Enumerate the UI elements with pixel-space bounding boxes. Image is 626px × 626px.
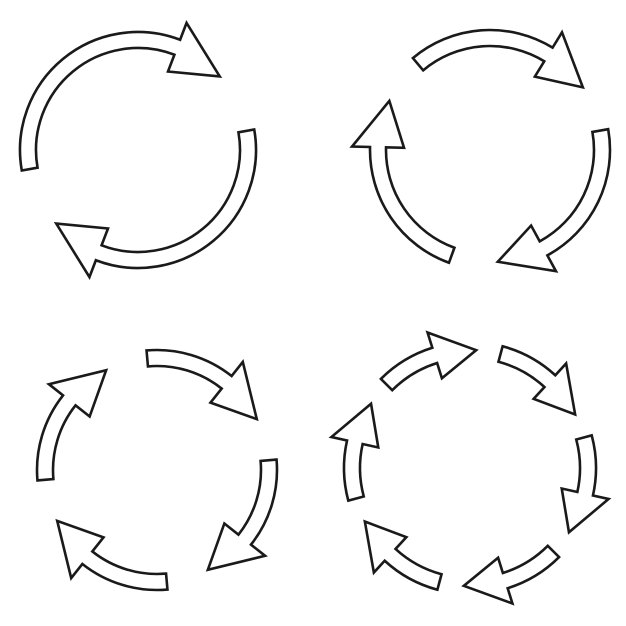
arrow-segment	[53, 128, 258, 280]
arrow-segment	[55, 518, 169, 592]
arrow-segment	[18, 20, 223, 172]
arrow-segment	[461, 543, 561, 606]
arrow-segment	[496, 344, 577, 417]
refresh-two-arrows-icon	[18, 20, 258, 280]
arrow-segment	[205, 458, 279, 572]
arrow-segment	[379, 330, 479, 393]
arrow-segment	[363, 519, 444, 592]
refresh-four-arrows-icon	[35, 348, 279, 592]
arrow-segment	[495, 127, 612, 273]
arrow-segment	[349, 98, 457, 265]
arrow-segment	[145, 348, 259, 422]
arrow-segment	[411, 28, 585, 90]
refresh-three-arrows-icon	[349, 28, 612, 273]
arrow-segment	[328, 401, 380, 503]
arrow-segment	[560, 433, 612, 535]
refresh-six-arrows-icon	[328, 330, 612, 606]
arrow-segment	[35, 368, 109, 482]
